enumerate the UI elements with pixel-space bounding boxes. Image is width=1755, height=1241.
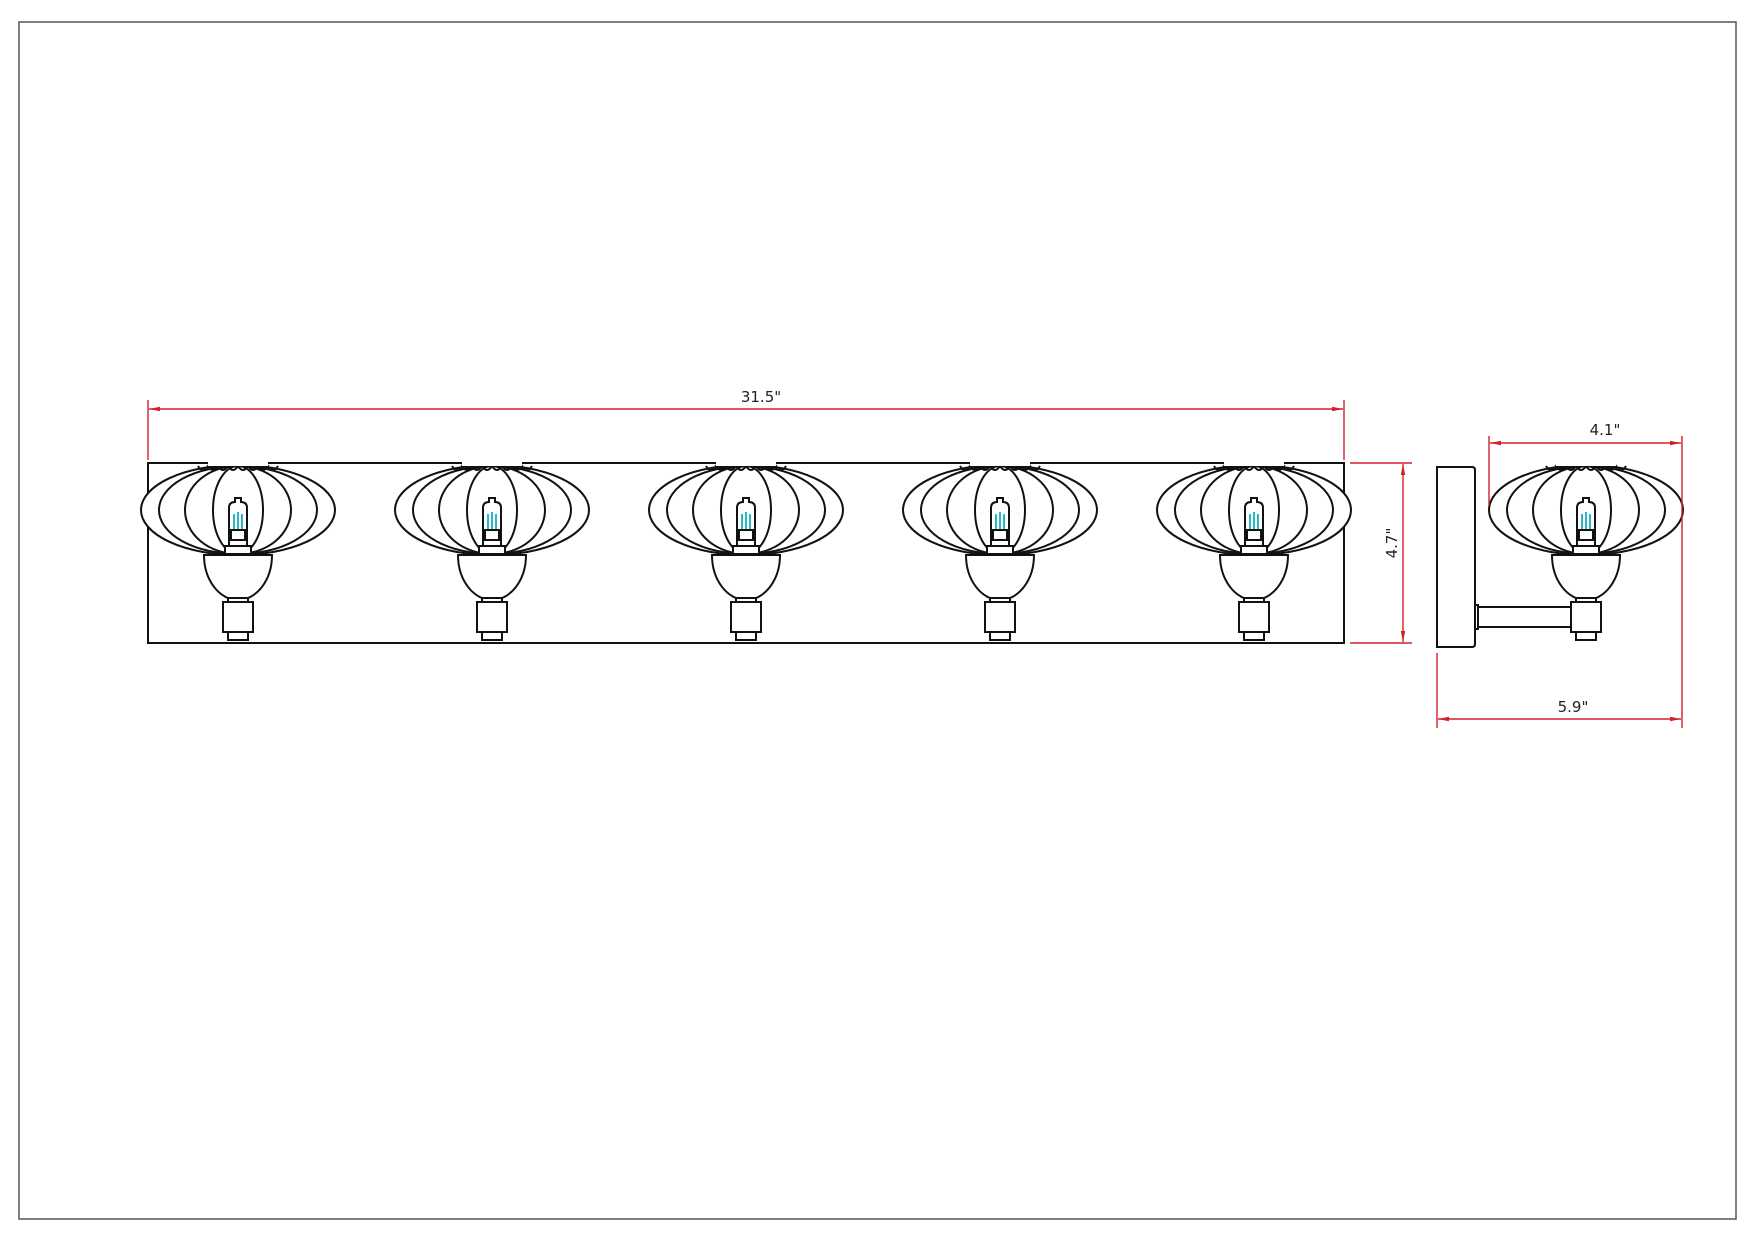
drawing-border — [18, 21, 1737, 1220]
height-dimension: 4.7" — [1350, 462, 1412, 644]
backplate-side — [1436, 466, 1476, 648]
width-dimension: 31.5" — [147, 388, 1345, 460]
front-view: 31.5" 4.7" — [140, 388, 1412, 644]
shade-width-label: 4.1" — [1590, 421, 1621, 439]
arm — [1477, 606, 1575, 628]
depth-dimension: 5.9" — [1436, 653, 1681, 728]
shade-width-dimension: 4.1" — [1488, 421, 1683, 728]
height-label: 4.7" — [1383, 528, 1401, 559]
width-label: 31.5" — [741, 388, 781, 406]
depth-label: 5.9" — [1558, 698, 1589, 716]
side-view: 4.1" 5.9" — [1436, 421, 1684, 728]
